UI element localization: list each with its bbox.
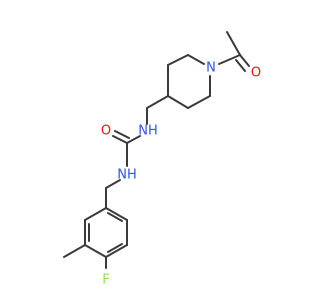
bond-nh2-ch2 (105, 179, 121, 189)
atom-fluorine: F (102, 273, 109, 288)
molecule-structure-diagram: O N NH O NH F (63, 31, 261, 288)
bond-cu-o-2 (114, 130, 130, 139)
bond-c4-c5 (167, 95, 189, 109)
bond-n-c2 (187, 54, 205, 65)
atom-o-acetyl: O (251, 66, 261, 81)
bond-carbonyl-o-1 (239, 54, 250, 67)
atom-nh-2: NH (117, 168, 137, 183)
atom-nh-1: NH (138, 124, 158, 139)
bond-cu-o-1 (112, 135, 128, 144)
bond-ar4-ar5 (105, 244, 128, 258)
bond-c5-c6 (187, 95, 211, 109)
bond-ar3-ar4 (84, 244, 107, 258)
bond-ar-double-3 (107, 243, 123, 253)
bond-ar6-ar1 (105, 207, 128, 221)
bond-ar1-ar2 (84, 207, 107, 221)
molecule-svg: O N NH O NH F (63, 31, 261, 288)
bond-nh-cu (126, 135, 141, 144)
bond-methyl-carbonyl (226, 31, 241, 56)
atom-labels: O N NH O NH F (101, 61, 261, 288)
atom-n-piperidine: N (206, 61, 216, 76)
bond-carbonyl-o-2 (235, 59, 246, 72)
bond-ar3-methyl (63, 244, 86, 258)
atom-o-urea: O (101, 124, 111, 139)
bond-carbonyl-n (218, 54, 241, 65)
bond-c2-c3 (167, 54, 189, 66)
bonds (63, 31, 250, 269)
bond-ar-double-2 (107, 212, 123, 222)
bond-c4-ch2 (146, 95, 169, 109)
